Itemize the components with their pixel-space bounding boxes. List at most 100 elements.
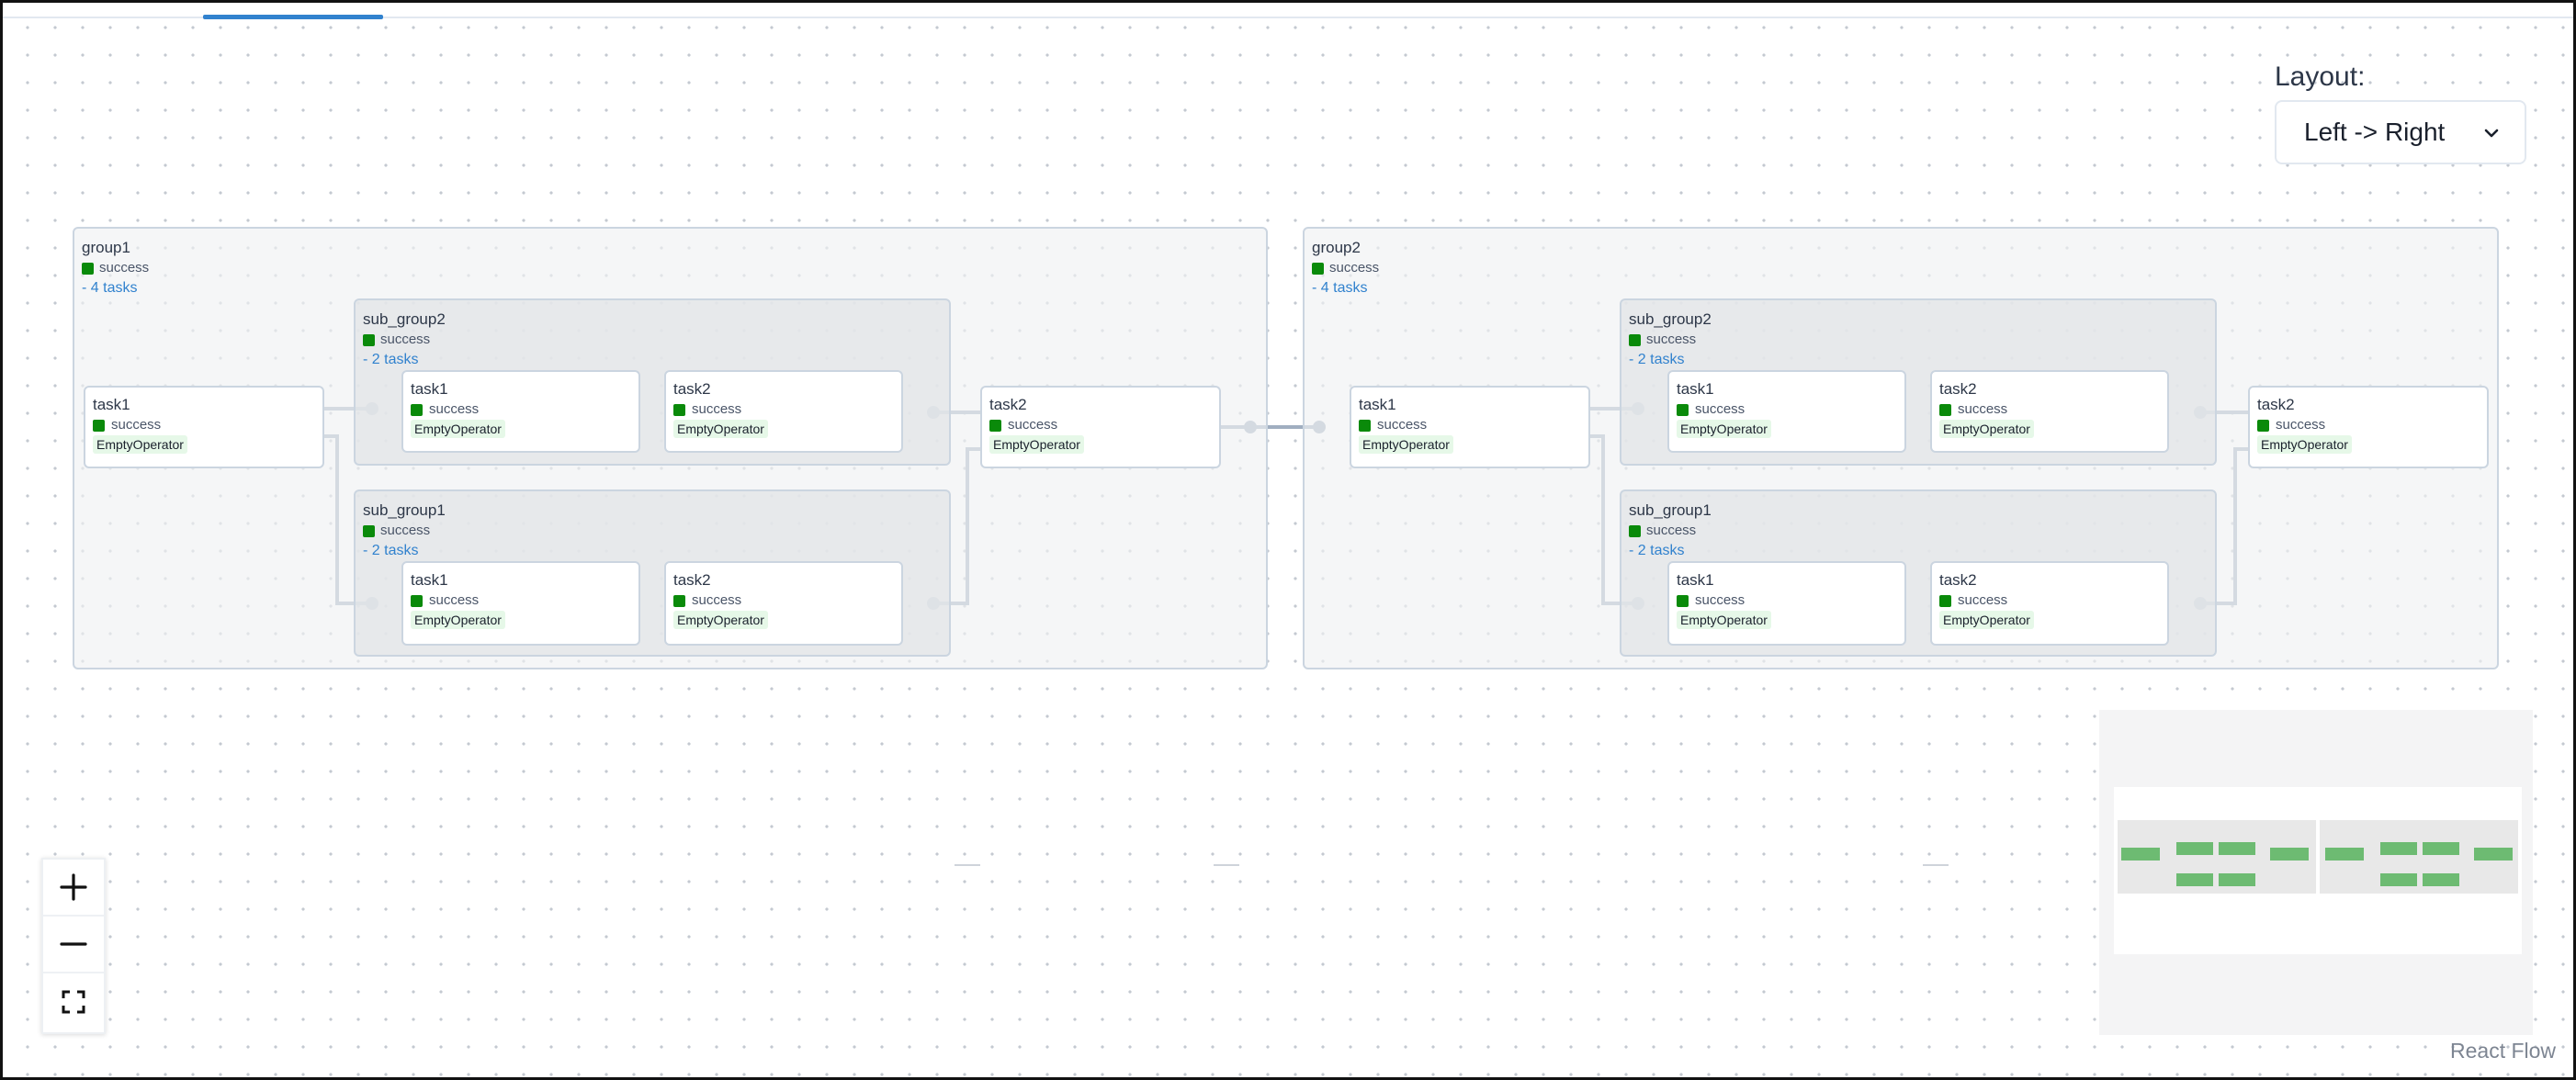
- operator-badge: EmptyOperator: [93, 435, 187, 454]
- edge-label: [955, 864, 980, 866]
- operator-badge: EmptyOperator: [1939, 611, 2034, 629]
- task-name: task1: [1677, 380, 1714, 398]
- operator-badge: EmptyOperator: [411, 611, 505, 629]
- operator-badge: EmptyOperator: [673, 611, 768, 629]
- minimap-node: [2270, 848, 2309, 861]
- layout-select[interactable]: Left -> Right: [2275, 100, 2526, 164]
- minimap-node: [2176, 873, 2213, 886]
- group-status: success: [1646, 523, 1697, 538]
- react-flow-attribution[interactable]: React Flow: [2450, 1039, 2557, 1063]
- operator-badge: EmptyOperator: [1939, 420, 2034, 438]
- minimap-node: [2423, 873, 2459, 886]
- task-name: task1: [93, 396, 130, 413]
- success-status-icon: [1629, 333, 1641, 346]
- task-node-task1[interactable]: task1 success EmptyOperator: [84, 386, 324, 468]
- task-status: success: [2276, 417, 2326, 433]
- task-name: task2: [673, 571, 711, 589]
- task-status: success: [429, 401, 480, 417]
- group-name: group1: [82, 239, 130, 256]
- minimap-node: [2176, 842, 2213, 855]
- group-status: success: [1329, 260, 1380, 276]
- group-task-count[interactable]: - 4 tasks: [82, 280, 138, 296]
- task-node-task1[interactable]: task1 success EmptyOperator: [1350, 386, 1590, 468]
- group-status: success: [99, 260, 150, 276]
- task-name: task2: [2257, 396, 2295, 413]
- success-status-icon: [1359, 419, 1371, 432]
- zoom-in-icon: [60, 873, 87, 901]
- task-name: task2: [989, 396, 1027, 413]
- minimap-node: [2219, 842, 2255, 855]
- minimap-node: [2423, 842, 2459, 855]
- task-node-task1[interactable]: task1 success EmptyOperator: [401, 561, 640, 646]
- task-node-task1[interactable]: task1 success EmptyOperator: [1667, 561, 1906, 646]
- minimap-viewport: [2114, 787, 2522, 954]
- layout-label: Layout:: [2275, 62, 2366, 92]
- success-status-icon: [1629, 524, 1641, 537]
- task-node-task2[interactable]: task2 success EmptyOperator: [1930, 561, 2169, 646]
- task-status: success: [111, 417, 162, 433]
- success-status-icon: [363, 333, 375, 346]
- task-name: task1: [1677, 571, 1714, 589]
- minimap-node: [2121, 848, 2160, 861]
- minimap-node: [2325, 848, 2364, 861]
- zoom-out-icon: [60, 942, 87, 946]
- success-status-icon: [411, 594, 423, 607]
- chevron-down-icon: [2484, 129, 2499, 138]
- task-name: task2: [1939, 571, 1977, 589]
- task-node-task2[interactable]: task2 success EmptyOperator: [664, 561, 903, 646]
- success-status-icon: [673, 594, 685, 607]
- task-name: task1: [411, 380, 448, 398]
- minimap-node: [2380, 842, 2417, 855]
- group-status: success: [1646, 332, 1697, 347]
- task-status: success: [692, 592, 742, 608]
- active-tab-indicator: [203, 15, 383, 19]
- task-node-task1[interactable]: task1 success EmptyOperator: [1667, 370, 1906, 453]
- success-status-icon: [1677, 594, 1689, 607]
- success-status-icon: [363, 524, 375, 537]
- operator-badge: EmptyOperator: [673, 420, 768, 438]
- group-status: success: [380, 523, 431, 538]
- group-status: success: [380, 332, 431, 347]
- task-status: success: [1008, 417, 1058, 433]
- zoom-controls: [41, 858, 106, 1034]
- group-task-count[interactable]: - 2 tasks: [1629, 543, 1685, 558]
- task-status: success: [1695, 401, 1746, 417]
- success-status-icon: [1939, 594, 1951, 607]
- zoom-in-button[interactable]: [43, 860, 104, 917]
- success-status-icon: [989, 419, 1001, 432]
- minimap-node: [2219, 873, 2255, 886]
- zoom-out-button[interactable]: [43, 917, 104, 973]
- task-status: success: [1958, 401, 2008, 417]
- task-node-task1[interactable]: task1 success EmptyOperator: [401, 370, 640, 453]
- edge-label: [1923, 864, 1949, 866]
- task-node-task2[interactable]: task2 success EmptyOperator: [664, 370, 903, 453]
- operator-badge: EmptyOperator: [2257, 435, 2352, 454]
- task-name: task2: [1939, 380, 1977, 398]
- operator-badge: EmptyOperator: [989, 435, 1084, 454]
- task-node-task2[interactable]: task2 success EmptyOperator: [2248, 386, 2489, 468]
- minimap[interactable]: [2099, 710, 2533, 1035]
- task-node-task2[interactable]: task2 success EmptyOperator: [1930, 370, 2169, 453]
- task-status: success: [1958, 592, 2008, 608]
- operator-badge: EmptyOperator: [411, 420, 505, 438]
- group-task-count[interactable]: - 2 tasks: [363, 352, 419, 367]
- operator-badge: EmptyOperator: [1359, 435, 1453, 454]
- task-name: task1: [1359, 396, 1396, 413]
- tab-bar-divider: [3, 17, 2573, 18]
- layout-select-value: Left -> Right: [2304, 118, 2446, 146]
- group-name: sub_group1: [363, 501, 446, 519]
- minimap-node: [2474, 848, 2513, 861]
- group-name: group2: [1312, 239, 1361, 256]
- success-status-icon: [673, 403, 685, 416]
- success-status-icon: [82, 262, 94, 275]
- task-node-task2[interactable]: task2 success EmptyOperator: [980, 386, 1221, 468]
- operator-badge: EmptyOperator: [1677, 420, 1771, 438]
- group-task-count[interactable]: - 2 tasks: [363, 543, 419, 558]
- task-name: task1: [411, 571, 448, 589]
- fit-view-button[interactable]: [43, 973, 104, 1030]
- group-task-count[interactable]: - 2 tasks: [1629, 352, 1685, 367]
- edge-label: [1214, 864, 1239, 866]
- group-name: sub_group2: [363, 310, 446, 328]
- group-task-count[interactable]: - 4 tasks: [1312, 280, 1368, 296]
